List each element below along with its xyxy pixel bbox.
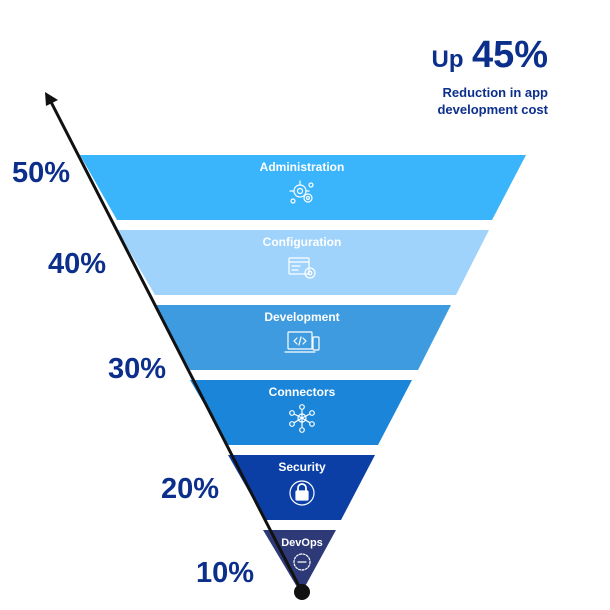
scale-arrow-head: [45, 92, 58, 106]
funnel-band-label: Configuration: [263, 235, 342, 249]
gears-icon: [289, 180, 314, 204]
devops-cycle-icon: [293, 553, 311, 571]
funnel-band-devops: DevOps: [263, 530, 336, 592]
funnel-band-shape: [80, 155, 526, 220]
scale-label-50: 50%: [12, 157, 71, 189]
scale-origin-dot: [294, 584, 310, 600]
settings-window-icon: [288, 257, 316, 279]
funnel-band-configuration: Configuration: [117, 230, 489, 295]
funnel-band-shape: [263, 530, 336, 592]
funnel-band-security: Security: [228, 455, 375, 520]
funnel-band-label: Administration: [260, 160, 345, 174]
funnel-band-shape: [228, 455, 375, 520]
funnel-band-connectors: Connectors: [190, 380, 412, 445]
headline-description-line1: Reduction in app: [442, 85, 548, 100]
headline: Up 45%: [431, 34, 548, 77]
funnel-band-administration: Administration: [80, 155, 526, 220]
headline-description-line2: development cost: [437, 102, 548, 117]
funnel-band-shape: [190, 380, 412, 445]
headline-description: Reduction in app development cost: [388, 84, 548, 118]
headline-prefix: Up: [431, 46, 464, 73]
funnel-band-development: Development: [155, 305, 451, 370]
code-monitor-icon: [284, 331, 320, 353]
funnel-band-label: Security: [278, 460, 326, 474]
scale-label-20: 20%: [161, 473, 220, 505]
padlock-icon: [289, 480, 315, 506]
funnel-band-label: Connectors: [269, 385, 336, 399]
funnel-band-label: DevOps: [281, 537, 323, 549]
scale-arrow-line: [48, 99, 304, 593]
scale-label-40: 40%: [48, 248, 107, 280]
network-nodes-icon: [289, 404, 315, 433]
scale-label-10: 10%: [196, 557, 255, 589]
funnel-band-label: Development: [264, 310, 339, 324]
headline-value: 45%: [471, 34, 548, 76]
scale-label-30: 30%: [108, 353, 167, 385]
